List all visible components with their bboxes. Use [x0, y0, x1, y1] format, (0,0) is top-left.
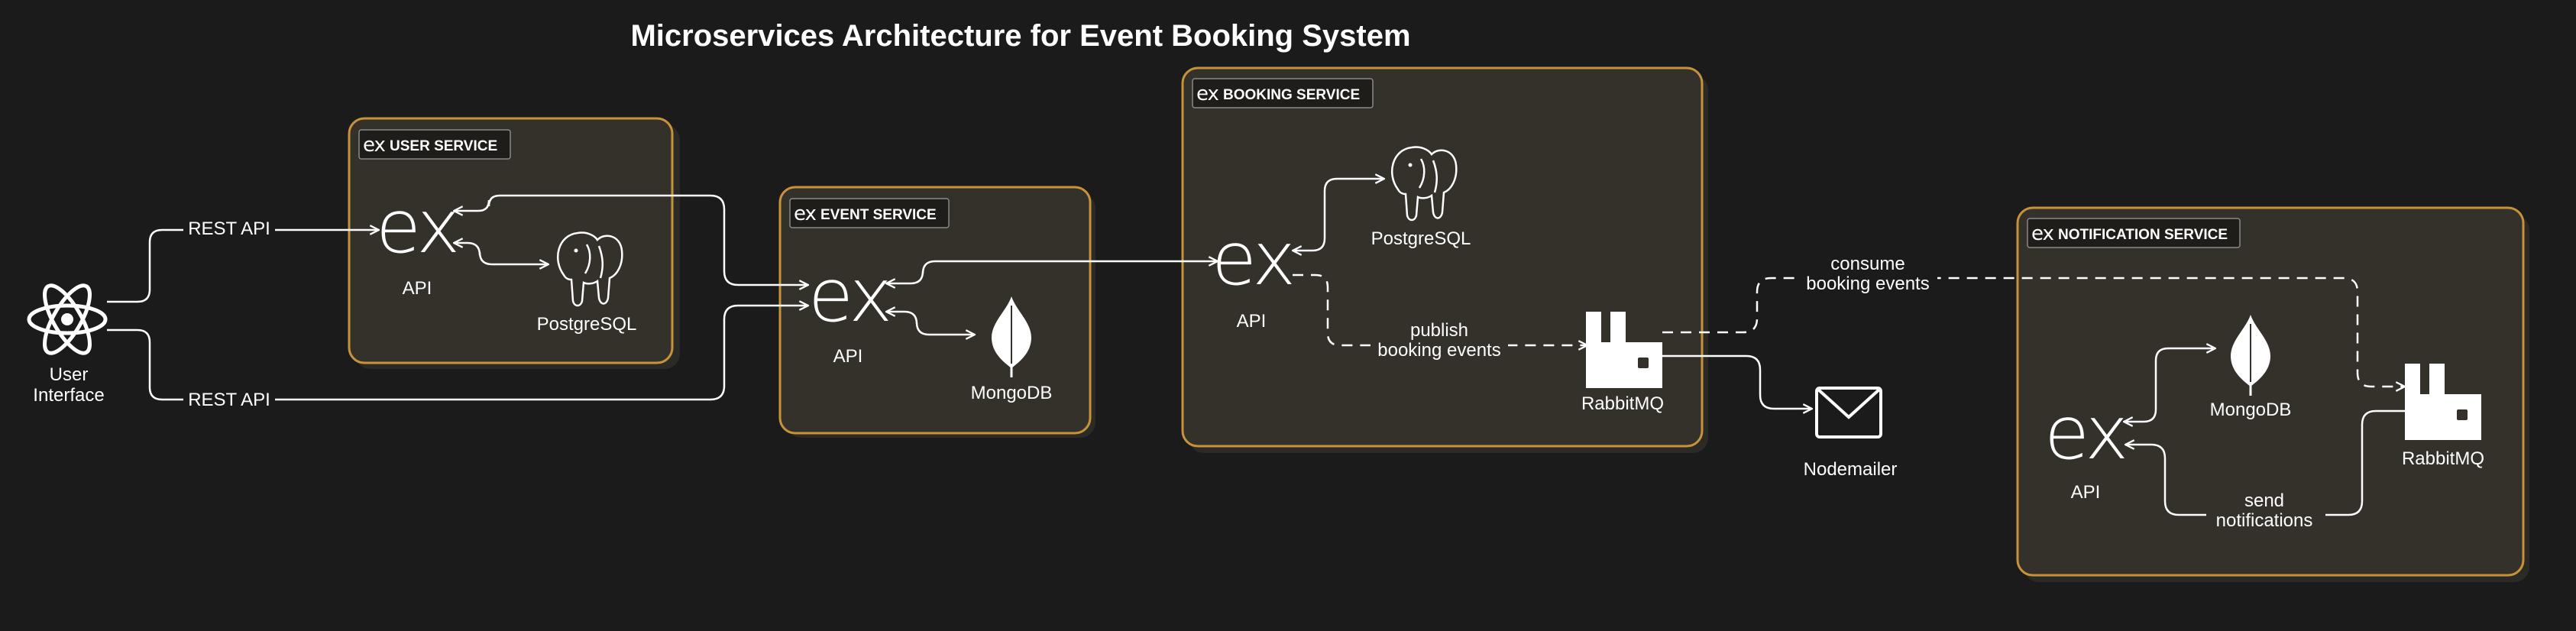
send-label-line1: send	[2244, 490, 2284, 511]
consume-label-line1: consume	[1830, 254, 1904, 274]
booking-api-node: ex API	[1212, 216, 1296, 332]
notification-api-node: ex API	[2044, 390, 2128, 503]
express-icon: ex	[376, 184, 457, 270]
event-booking-edge	[886, 261, 1218, 283]
user-db-edge	[454, 243, 549, 264]
event-api-node: ex API	[808, 253, 892, 367]
user-service-name: USER SERVICE	[390, 138, 497, 154]
event-service-tag: ex EVENT SERVICE	[789, 198, 950, 228]
notification-queue-label: RabbitMQ	[2402, 448, 2484, 469]
booking-db-node: PostgreSQL	[1371, 146, 1471, 249]
event-db-label: MongoDB	[971, 383, 1053, 403]
user-service-tag: ex USER SERVICE	[358, 129, 511, 160]
rest-api-top-edge	[107, 230, 379, 303]
client-node: User Interface	[29, 280, 105, 406]
consume-edge	[1662, 277, 2405, 387]
booking-api-label: API	[1237, 311, 1267, 332]
diagram-title: Microservices Architecture for Event Boo…	[630, 19, 1410, 53]
user-event-edge	[454, 194, 808, 285]
rabbitmq-mailer-edge	[1662, 354, 1812, 409]
publish-label-line1: publish	[1410, 320, 1468, 341]
booking-db-label: PostgreSQL	[1371, 228, 1471, 249]
notification-service-tag: ex NOTIFICATION SERVICE	[2027, 218, 2241, 248]
express-tag-icon: ex	[794, 202, 817, 225]
user-api-label: API	[403, 278, 432, 299]
express-tag-icon: ex	[363, 134, 386, 157]
rest-api-bottom-edge	[107, 306, 808, 401]
event-db-node: MongoDB	[971, 296, 1053, 403]
booking-db-edge	[1293, 179, 1384, 251]
booking-queue-label: RabbitMQ	[1581, 393, 1664, 414]
notification-queue-node: RabbitMQ	[2402, 364, 2484, 469]
express-icon: ex	[1212, 216, 1293, 302]
user-api-node: ex API	[376, 184, 460, 299]
react-atom-icon	[29, 280, 105, 360]
user-db-node: PostgreSQL	[537, 231, 637, 335]
rest-api-bottom-label: REST API	[188, 390, 270, 410]
notification-api-label: API	[2071, 482, 2101, 503]
mailer-label: Nodemailer	[1804, 459, 1898, 480]
envelope-icon	[1815, 387, 1882, 438]
send-label-line2: notifications	[2216, 510, 2313, 531]
user-db-label: PostgreSQL	[537, 314, 637, 335]
booking-service-tag: ex BOOKING SERVICE	[1192, 78, 1374, 108]
mailer-node: Nodemailer	[1804, 387, 1898, 480]
express-icon: ex	[808, 253, 889, 338]
client-label-line1: User	[50, 364, 89, 385]
notification-db-node: MongoDB	[2210, 314, 2292, 420]
express-tag-icon: ex	[1196, 83, 1219, 105]
express-tag-icon: ex	[2031, 222, 2054, 245]
notification-db-label: MongoDB	[2210, 400, 2292, 420]
client-label-line2: Interface	[33, 385, 104, 406]
event-api-label: API	[833, 346, 863, 367]
consume-label-line2: booking events	[1806, 273, 1929, 294]
notification-db-edge	[2124, 348, 2215, 422]
booking-queue-node: RabbitMQ	[1581, 312, 1664, 414]
rest-api-top-label: REST API	[188, 218, 270, 239]
publish-label-line2: booking events	[1377, 340, 1500, 361]
event-service-name: EVENT SERVICE	[820, 207, 937, 223]
notification-service-name: NOTIFICATION SERVICE	[2058, 227, 2228, 243]
event-db-edge	[886, 312, 975, 335]
publish-edge	[1293, 273, 1587, 345]
notification-service-box	[2016, 206, 2525, 577]
booking-service-name: BOOKING SERVICE	[1223, 87, 1360, 103]
express-icon: ex	[2044, 390, 2125, 476]
